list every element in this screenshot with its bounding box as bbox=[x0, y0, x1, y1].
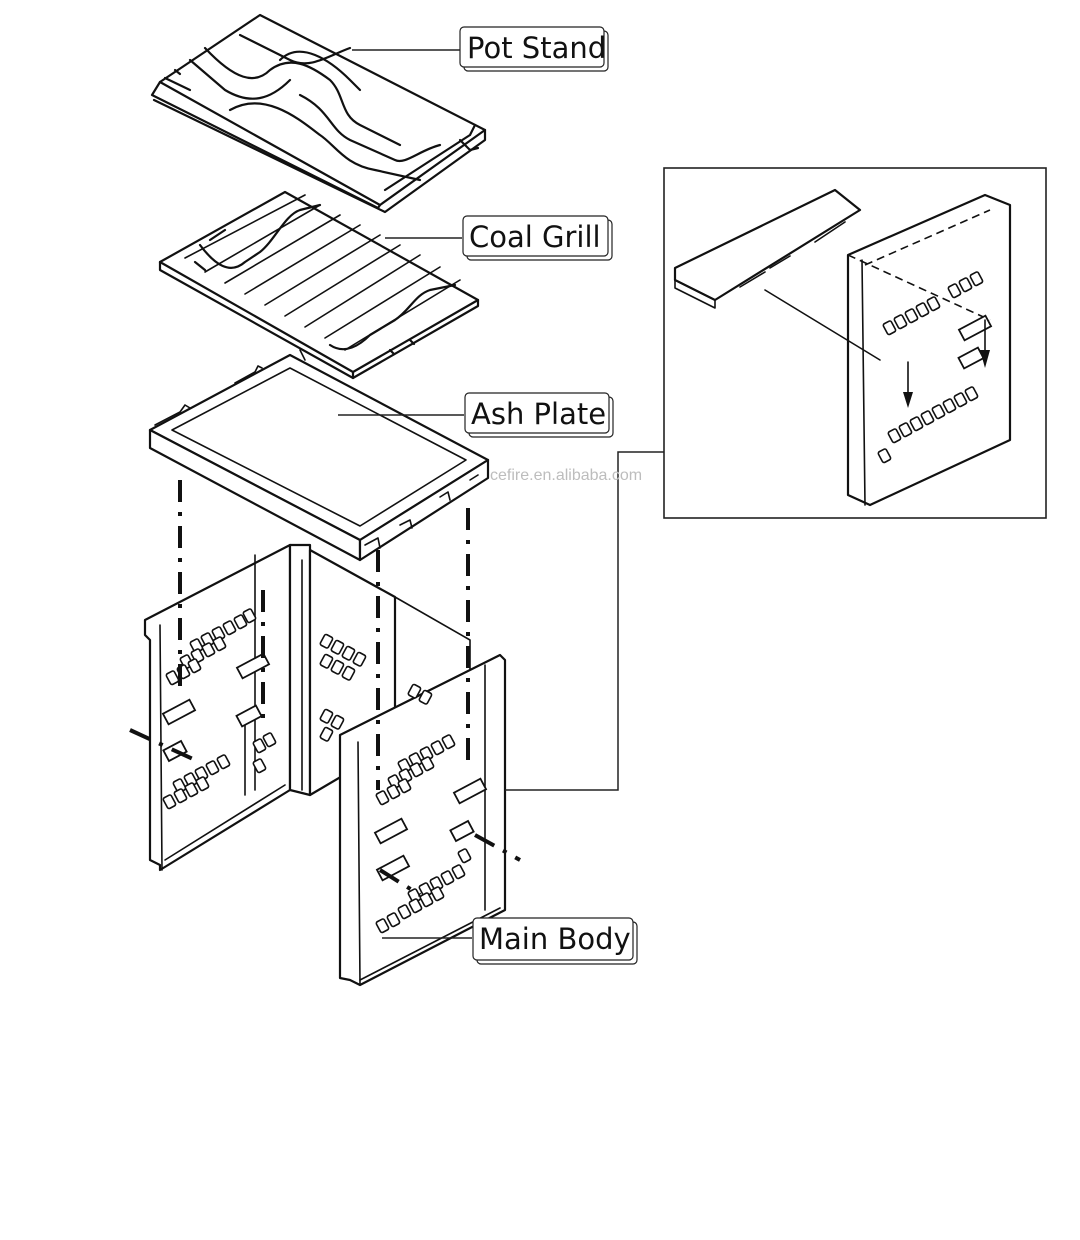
assembly-guide-lines bbox=[129, 480, 521, 897]
watermark-text: cefire.en.alibaba.com bbox=[490, 467, 642, 484]
label-ash-plate: Ash Plate bbox=[464, 392, 614, 438]
label-main-body-text: Main Body bbox=[479, 922, 631, 956]
ash-plate-part bbox=[148, 349, 490, 562]
label-coal-grill: Coal Grill bbox=[462, 215, 613, 261]
label-pot-stand: Pot Stand bbox=[459, 26, 609, 72]
vent-holes-back bbox=[319, 633, 433, 742]
pot-stand-part bbox=[150, 13, 487, 214]
label-leader-lines bbox=[338, 49, 472, 939]
inset-detail bbox=[505, 167, 1047, 791]
main-body-part bbox=[143, 543, 507, 987]
label-ash-plate-text: Ash Plate bbox=[471, 397, 606, 431]
vent-holes-left-upper bbox=[165, 608, 257, 686]
vent-holes-left-lower bbox=[162, 732, 277, 810]
label-main-body: Main Body bbox=[472, 917, 638, 965]
label-coal-grill-text: Coal Grill bbox=[469, 220, 601, 254]
label-pot-stand-text: Pot Stand bbox=[467, 31, 606, 65]
vent-holes-front bbox=[375, 734, 472, 934]
coal-grill-part bbox=[158, 190, 480, 380]
